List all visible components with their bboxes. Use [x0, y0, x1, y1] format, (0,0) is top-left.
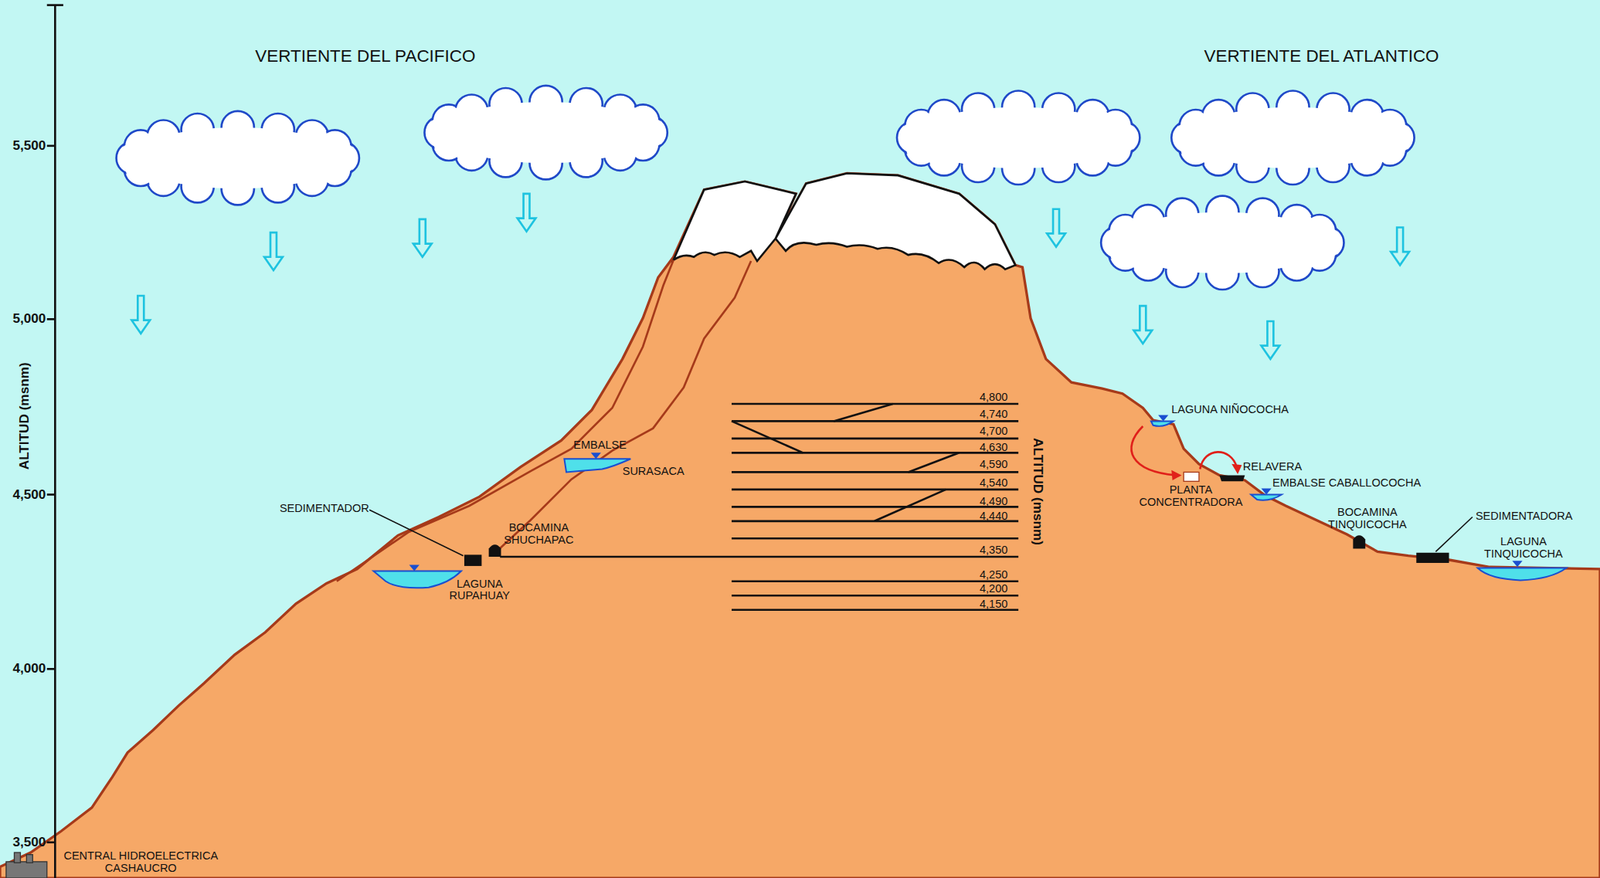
axis-title: ALTITUD (msnm): [1030, 438, 1046, 546]
level-label: 4,350: [979, 543, 1008, 557]
settler-label: SEDIMENTADORA: [1475, 509, 1573, 523]
level-label: 4,540: [979, 476, 1008, 490]
slope-heading: VERTIENTE DEL ATLANTICO: [1204, 47, 1440, 68]
axis-tick: 3,500: [12, 835, 46, 850]
mine-entry-label: BOCAMINA TINQUICOCHA: [1328, 506, 1407, 531]
level-label: 4,800: [979, 390, 1008, 404]
mine-entry-label: BOCAMINA SHUCHAPAC: [503, 521, 574, 547]
cloud-body: [441, 101, 652, 164]
rain-arrow: [1261, 321, 1281, 360]
axis-tick: 4,500: [12, 487, 46, 503]
axis-title: ALTITUD (msnm): [16, 362, 32, 470]
rain-arrow: [1390, 227, 1410, 265]
cloud-body: [913, 107, 1124, 169]
level-label: 4,150: [979, 597, 1008, 611]
reservoir-label: EMBALSE: [573, 438, 627, 452]
cloud-body: [1187, 107, 1398, 169]
level-label: 4,740: [979, 407, 1008, 421]
level-label: 4,630: [979, 440, 1008, 453]
rain-arrow: [1046, 209, 1066, 248]
level-label: 4,490: [979, 494, 1008, 507]
cloud-body: [132, 127, 344, 189]
level-label: 4,590: [979, 458, 1008, 471]
rain-arrow: [264, 232, 283, 271]
level-label: 4,200: [979, 582, 1008, 595]
level-label: 4,250: [979, 568, 1008, 581]
rain-arrow: [413, 219, 432, 258]
axis-tick: 5,500: [12, 138, 46, 153]
lake-label: LAGUNA TINQUICOCHA: [1484, 535, 1563, 561]
plant-label: CENTRAL HIDROELECTRICA CASHAUCRO: [51, 849, 231, 875]
reservoir-label: SURASACA: [622, 465, 685, 478]
axis-tick: 4,000: [12, 662, 46, 677]
cloud-body: [1117, 212, 1328, 274]
axis-tick: 5,000: [12, 312, 46, 327]
slope-heading: VERTIENTE DEL PACIFICO: [254, 47, 476, 68]
lake-label: LAGUNA RUPAHUAY: [448, 577, 510, 602]
level-label: 4,700: [979, 424, 1008, 437]
tailings-label: RELAVERA: [1243, 460, 1302, 473]
plant-label: PLANTA CONCENTRADORA: [1138, 483, 1243, 509]
rain-arrow: [1133, 305, 1152, 344]
lake-label: LAGUNA NIÑOCOCHA: [1171, 403, 1289, 416]
reservoir-label: EMBALSE CABALLOCOCHA: [1272, 476, 1421, 490]
level-label: 4,440: [979, 509, 1008, 523]
rain-arrow: [131, 295, 150, 334]
rain-arrow: [517, 193, 537, 232]
settler-label: SEDIMENTADOR: [279, 502, 370, 515]
